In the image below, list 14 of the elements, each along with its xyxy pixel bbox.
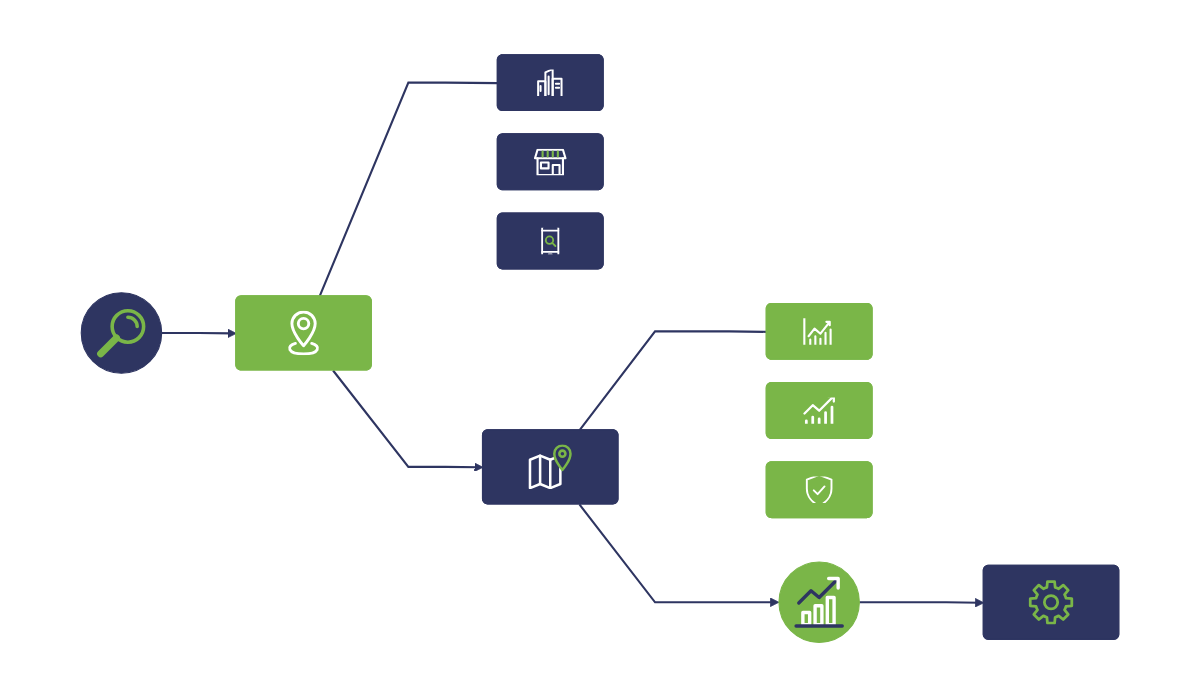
- step-box: [496, 212, 604, 270]
- step-box: [496, 54, 604, 112]
- step-circle: [80, 292, 163, 374]
- step-box: [481, 429, 619, 505]
- step-box: [765, 302, 873, 360]
- connector-line: [318, 81, 498, 297]
- step-box: [982, 564, 1120, 640]
- step-box: [496, 133, 604, 191]
- step-box: [235, 295, 372, 371]
- step-box: [765, 382, 873, 439]
- step-circle: [778, 561, 860, 644]
- step-box: [765, 461, 873, 519]
- arrow: [578, 503, 780, 607]
- connector-line: [578, 330, 767, 431]
